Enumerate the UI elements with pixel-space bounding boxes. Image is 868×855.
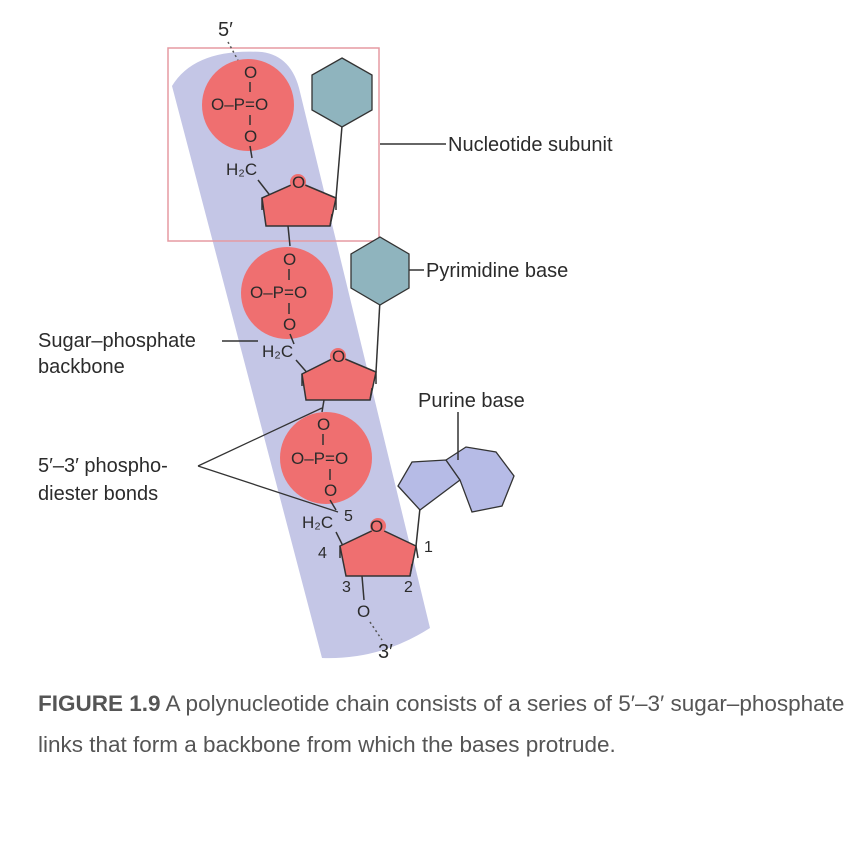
phosphodiester-pointer-upper bbox=[197, 407, 323, 467]
carbon-1-label: 1 bbox=[424, 539, 433, 556]
bond bbox=[329, 499, 337, 511]
bond bbox=[321, 399, 325, 413]
ring-o-background bbox=[370, 518, 386, 534]
carbon-5-label: 5 bbox=[344, 508, 353, 525]
tick bbox=[409, 563, 413, 577]
phosphate-group: O–P=O bbox=[211, 95, 268, 114]
carbon-3-label: 3 bbox=[342, 579, 351, 596]
phosphate-o-bottom: O bbox=[283, 315, 296, 334]
bond bbox=[287, 225, 291, 247]
purine-five-membered-ring bbox=[397, 459, 461, 511]
pyrimidine-base-label: Pyrimidine base bbox=[426, 260, 568, 282]
sugar-ring-o: O bbox=[332, 347, 345, 366]
carbon-4-label: 4 bbox=[318, 545, 327, 562]
pyrimidine-base-2 bbox=[350, 236, 410, 306]
sugar-ch2: H₂C bbox=[302, 513, 333, 532]
glycosidic-bond bbox=[375, 299, 381, 373]
phosphate-o-bottom: O bbox=[324, 481, 337, 500]
carbon-2-label: 2 bbox=[404, 579, 413, 596]
bond bbox=[249, 145, 253, 159]
phosphate-group: O–P=O bbox=[291, 449, 348, 468]
sugar-ch2: H₂C bbox=[262, 342, 293, 361]
phosphodiester-pointer-lower bbox=[197, 465, 339, 513]
phosphate-circle bbox=[241, 247, 333, 339]
nucleotide-subunit-label: Nucleotide subunit bbox=[448, 134, 613, 156]
phosphodiester-label-line1: 5′–3′ phospho- bbox=[38, 455, 168, 477]
figure-caption: FIGURE 1.9 A polynucleotide chain consis… bbox=[38, 683, 858, 765]
phosphate-circle bbox=[202, 59, 294, 151]
tick bbox=[369, 387, 373, 401]
sugar-pentagon bbox=[261, 181, 337, 227]
figure-number: FIGURE 1.9 bbox=[38, 691, 161, 716]
pyrimidine-base-1 bbox=[311, 57, 373, 128]
phosphate-o-top: O bbox=[317, 415, 330, 434]
phosphodiester-label-line2: diester bonds bbox=[38, 483, 158, 505]
ring-o-background bbox=[290, 174, 306, 190]
phosphate-circle bbox=[280, 412, 372, 504]
backbone-label-line1: Sugar–phosphate bbox=[38, 330, 196, 352]
bond bbox=[289, 333, 295, 345]
sugar-pentagon bbox=[301, 355, 377, 401]
polynucleotide-diagram: 5′ O O–P=O O H₂C O O O–P=O O H₂C O O O–P… bbox=[38, 19, 613, 663]
glycosidic-bond bbox=[415, 507, 421, 547]
tick bbox=[329, 213, 333, 227]
ring-o-background bbox=[330, 348, 346, 364]
sugar-ring-o: O bbox=[292, 173, 305, 192]
caption-text: A polynucleotide chain consists of a ser… bbox=[38, 691, 845, 757]
sugar-pentagon bbox=[339, 527, 417, 577]
phosphate-o-top: O bbox=[244, 63, 257, 82]
sugar-linker-o: O bbox=[357, 602, 370, 621]
glycosidic-bond bbox=[335, 125, 343, 199]
tick bbox=[415, 545, 419, 559]
three-prime-label: 3′ bbox=[378, 641, 393, 663]
phosphate-o-bottom: O bbox=[244, 127, 257, 146]
purine-base-label: Purine base bbox=[418, 390, 525, 412]
phosphate-o-top: O bbox=[283, 250, 296, 269]
backbone-label-line2: backbone bbox=[38, 356, 125, 378]
nucleotide-subunit-box bbox=[167, 47, 380, 242]
sugar-ring-o: O bbox=[370, 517, 383, 536]
three-prime-dotted-bond bbox=[369, 621, 383, 641]
bond bbox=[361, 575, 365, 601]
purine-six-membered-ring bbox=[445, 446, 515, 513]
five-prime-label: 5′ bbox=[218, 19, 233, 41]
phosphate-group: O–P=O bbox=[250, 283, 307, 302]
sugar-ch2: H₂C bbox=[226, 160, 257, 179]
backbone-band bbox=[172, 51, 430, 659]
